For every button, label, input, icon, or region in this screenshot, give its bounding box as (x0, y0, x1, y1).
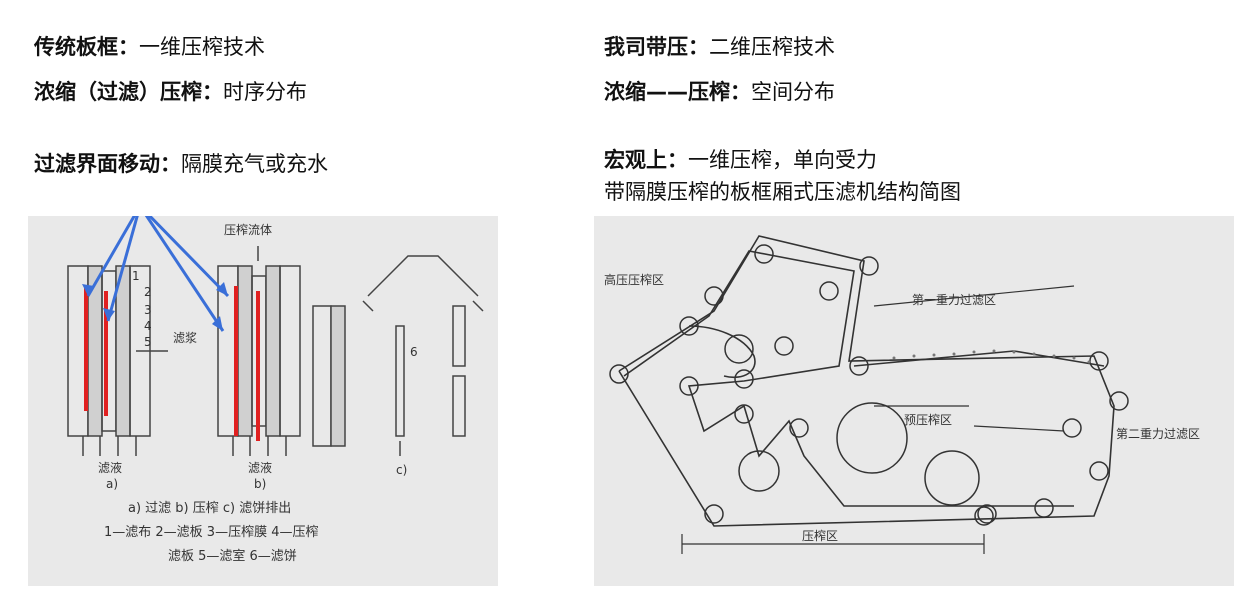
right-line-3-sep: ： (667, 148, 688, 172)
label-num-2: 2 (144, 285, 152, 299)
label-zone-press: 压榨区 (802, 528, 838, 543)
left-line-2-sep: ： (202, 80, 223, 104)
right-line-1-sep: ： (688, 35, 709, 59)
label-sub-c: c) (396, 463, 407, 477)
left-line-1-sep: ： (118, 35, 139, 59)
left-line-1-text: 一维压榨技术 (139, 35, 265, 59)
plate-assembly-a (67, 265, 168, 456)
left-line-3-text: 隔膜充气或充水 (181, 152, 328, 176)
caption-line-2: 1—滤布 2—滤板 3—压榨膜 4—压榨 (104, 524, 318, 540)
left-line-3: 过滤界面移动：隔膜充气或充水 (34, 150, 328, 178)
left-line-1: 传统板框：一维压榨技术 (34, 33, 265, 61)
label-num-5: 5 (144, 335, 152, 349)
label-num-1: 1 (132, 269, 140, 283)
interface-arrows (86, 216, 230, 332)
label-filtrate-b: 滤液 (248, 460, 272, 475)
left-line-2-bold: 浓缩（过滤）压榨 (34, 80, 202, 104)
label-zone-high: 高压压榨区 (604, 272, 664, 287)
label-sub-a: a) (106, 477, 118, 491)
right-line-3-text: 一维压榨，单向受力 (688, 148, 877, 172)
filter-press-figure: 压榨流体 1 2 3 4 5 6 滤浆 滤液 滤液 a) b) c) a) 过滤… (28, 216, 498, 586)
left-line-3-sep: ： (160, 152, 181, 176)
label-filtrate-a: 滤液 (98, 460, 122, 475)
right-line-2-bold: 浓缩——压榨 (604, 80, 730, 104)
left-line-2: 浓缩（过滤）压榨：时序分布 (34, 78, 307, 106)
dimension-lines (681, 285, 1075, 554)
right-line-3-bold: 宏观上 (604, 148, 667, 172)
label-zone-gravity-2: 第二重力过滤区 (1116, 427, 1200, 441)
right-line-3: 宏观上：一维压榨，单向受力 (604, 146, 877, 174)
left-line-1-bold: 传统板框 (34, 35, 118, 59)
right-line-1-bold: 我司带压 (604, 35, 688, 59)
right-line-4: 带隔膜压榨的板框厢式压滤机结构简图 (604, 180, 961, 204)
rollers (609, 244, 1129, 526)
belt-press-figure: 高压压榨区 第一重力过滤区 预压榨区 第二重力过滤区 压榨区 (594, 216, 1234, 586)
right-line-1-text: 二维压榨技术 (709, 35, 835, 59)
label-zone-gravity-1: 第一重力过滤区 (912, 293, 996, 307)
filter-press-diagram: 压榨流体 1 2 3 4 5 6 滤浆 滤液 滤液 a) b) c) a) 过滤… (67, 216, 484, 564)
left-line-3-bold: 过滤界面移动 (34, 152, 160, 176)
label-zone-pre: 预压榨区 (904, 412, 952, 427)
belt-press-diagram: 高压压榨区 第一重力过滤区 预压榨区 第二重力过滤区 压榨区 (604, 235, 1200, 554)
right-line-1: 我司带压：二维压榨技术 (604, 33, 835, 61)
label-num-4: 4 (144, 319, 152, 333)
label-num-3: 3 (144, 303, 152, 317)
label-num-6: 6 (410, 345, 418, 359)
right-line-2-sep: ： (730, 80, 751, 104)
sludge-dots (892, 349, 1091, 364)
left-line-2-text: 时序分布 (223, 80, 307, 104)
plate-assembly-c (312, 255, 484, 456)
caption-line-3: 滤板 5—滤室 6—滤饼 (168, 548, 297, 564)
label-sub-b: b) (254, 477, 266, 491)
label-press-fluid: 压榨流体 (224, 222, 272, 237)
label-slurry: 滤浆 (173, 330, 197, 345)
caption-line-1: a) 过滤 b) 压榨 c) 滤饼排出 (128, 500, 291, 516)
right-line-2: 浓缩——压榨：空间分布 (604, 78, 835, 106)
belt-paths (618, 235, 1115, 527)
right-line-2-text: 空间分布 (751, 80, 835, 104)
